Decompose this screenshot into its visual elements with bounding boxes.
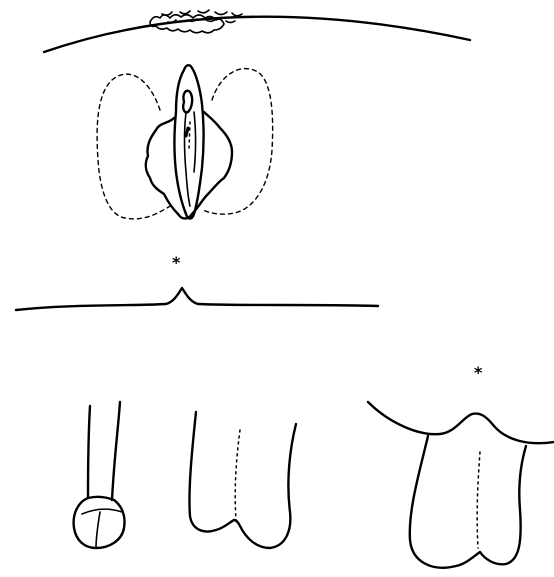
- inner-central-line: [185, 112, 191, 206]
- asterisk-marker-upper: *: [172, 253, 181, 272]
- left-shaft-line-left: [88, 406, 90, 498]
- left-shaft-line-right: [112, 402, 120, 500]
- right-lower-outline: [410, 436, 526, 568]
- right-upper-contour: [368, 402, 554, 443]
- inner-top-loop: [183, 91, 192, 113]
- inner-dark-mark: [186, 128, 188, 136]
- left-tip-divider: [96, 512, 100, 548]
- right-dashed-lobe: [203, 69, 273, 215]
- middle-contour-line: [16, 288, 378, 310]
- panel-middle-perineum-outline: *: [16, 253, 378, 310]
- panel-bottom-center-structure: [189, 412, 296, 548]
- panel-top-external-view: [44, 10, 470, 219]
- right-dotted-midline: [477, 452, 480, 548]
- left-dashed-lobe: [97, 74, 172, 219]
- top-arc-contour: [44, 17, 470, 52]
- inner-dotted-accent: [189, 122, 190, 150]
- panel-bottom-right-structure: *: [368, 363, 554, 568]
- panel-bottom-left-small-structure: [74, 402, 125, 548]
- left-tip-inner-line: [82, 509, 122, 514]
- center-dotted-midline: [235, 430, 240, 520]
- center-left-outline: [189, 412, 234, 531]
- hair-tuft-scribble: [150, 10, 242, 33]
- inner-central-line-secondary: [194, 112, 196, 172]
- center-right-outline: [234, 424, 296, 548]
- asterisk-marker-lower: *: [474, 363, 483, 382]
